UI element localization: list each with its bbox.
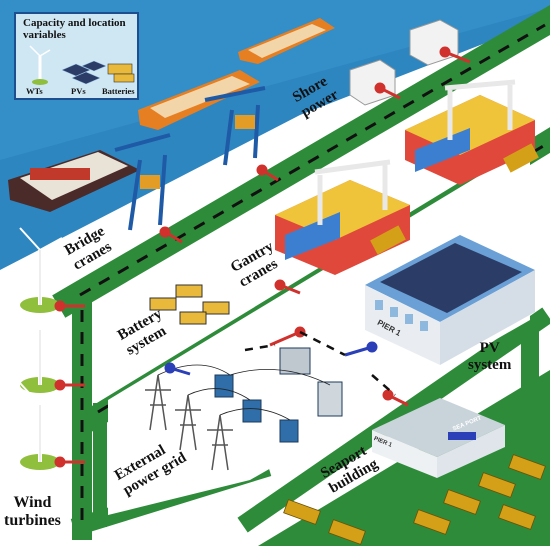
legend-title: Capacity and location variables: [23, 17, 126, 41]
gantry-crane-lower: [314, 159, 391, 225]
power-lines: [157, 364, 331, 421]
bottom-trucks: [283, 454, 546, 545]
bridge-crane-1: [114, 133, 171, 231]
legend-item-wts: WTs: [26, 86, 43, 96]
solar-panel-icon: [61, 60, 107, 85]
legend: Capacity and location variables WTs PVs …: [14, 12, 139, 100]
road-dashes: [79, 23, 546, 525]
battery-icon: [107, 63, 135, 83]
crane-cab-2: [235, 115, 255, 129]
crane-cab-1: [140, 175, 160, 189]
label-pv-system: PV system: [468, 340, 512, 373]
wind-turbine-2: [19, 307, 63, 393]
ship-medium: [138, 70, 260, 130]
legend-item-pvs: PVs: [71, 86, 86, 96]
dashed-links: [244, 330, 396, 396]
pv-building: [365, 235, 535, 365]
truck-1: [503, 143, 539, 173]
battery-units: [149, 284, 230, 325]
legend-item-batteries: Batteries: [102, 86, 135, 96]
truck-2: [370, 225, 406, 255]
transformers: [214, 347, 343, 443]
inner-field: [108, 145, 530, 515]
wind-turbine-icon: [29, 45, 51, 85]
seaport-building-shape: [372, 398, 505, 478]
containers-upper: [405, 95, 535, 185]
ship-large: [8, 150, 140, 212]
ship-small: [238, 18, 335, 64]
gantry-crane-upper: [444, 79, 516, 140]
bridge-crane-2: [204, 86, 266, 166]
label-wind-turbines: Wind turbines: [4, 494, 61, 529]
wind-turbine-3: [19, 382, 63, 470]
legend-icons: [29, 45, 135, 85]
connector-markers-blue: [164, 341, 378, 376]
